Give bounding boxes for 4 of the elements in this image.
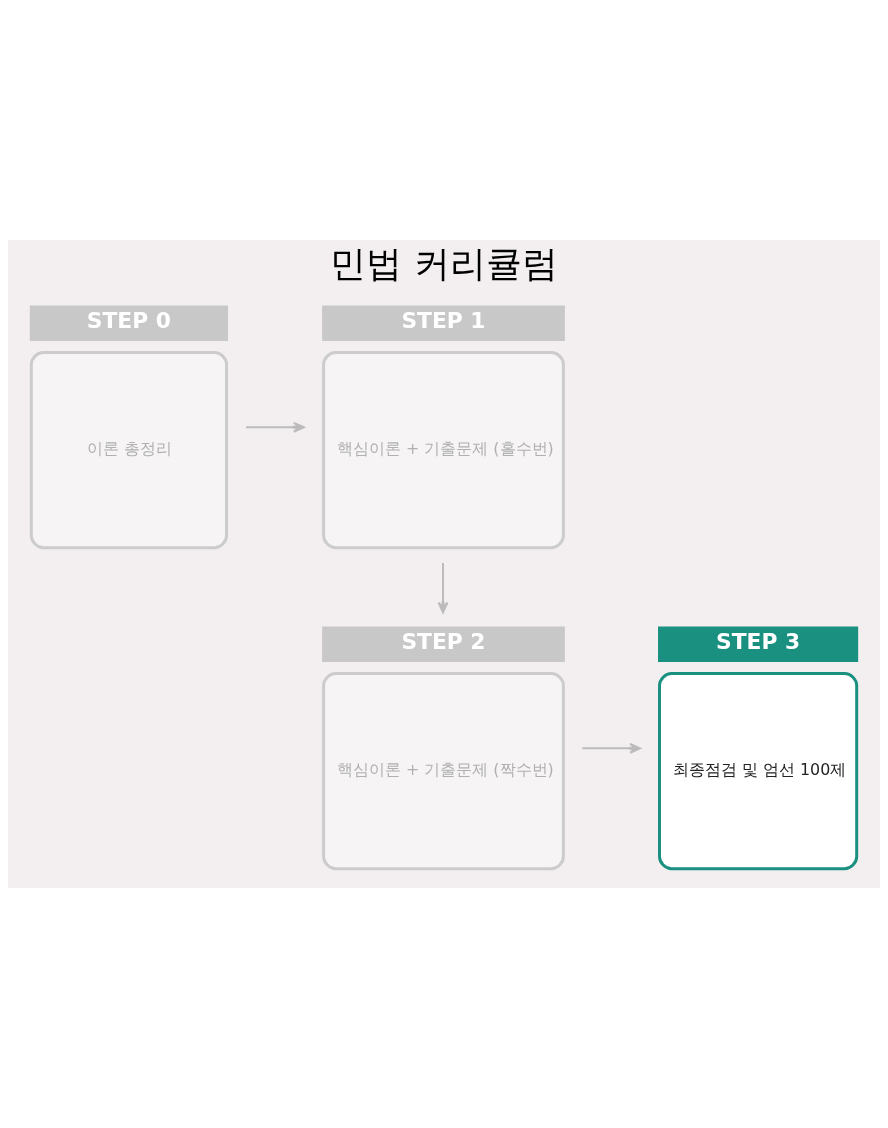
arrow bbox=[437, 562, 449, 614]
arrow bbox=[245, 421, 305, 433]
diagram-title: 민법 커리큘럼 bbox=[330, 243, 558, 285]
arrow bbox=[581, 742, 642, 754]
